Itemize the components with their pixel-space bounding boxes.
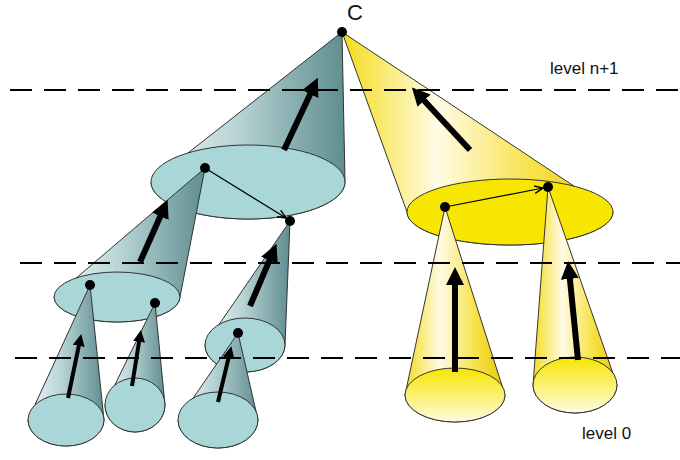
node-dot: [285, 216, 295, 226]
node-dot: [337, 27, 347, 37]
level-label: level 0: [582, 425, 631, 444]
flow-arrow: [132, 336, 140, 386]
sibling-arrow: [205, 168, 286, 218]
flow-arrow: [418, 94, 470, 150]
node-dot: [440, 202, 450, 212]
cone-body: [405, 207, 505, 422]
flow-arrow: [284, 86, 314, 150]
node-dot: [150, 298, 160, 308]
cone-base: [105, 378, 165, 432]
level-line: [20, 262, 680, 264]
cone-base: [405, 368, 505, 422]
cone-body: [28, 285, 104, 446]
cone-body: [178, 333, 258, 448]
flow-arrow: [569, 270, 578, 360]
cone-body: [105, 303, 165, 432]
cone-base: [28, 394, 104, 446]
sibling-arrow: [445, 188, 543, 207]
cone-body: [533, 187, 617, 413]
flow-arrow: [140, 208, 164, 262]
flow-arrow: [218, 352, 230, 402]
cone-body: [54, 168, 205, 322]
node-dot: [543, 182, 553, 192]
cone-base: [54, 272, 180, 322]
cone-base: [407, 179, 613, 245]
node-dot: [233, 328, 243, 338]
cone-body: [205, 221, 290, 372]
level-label: level n+1: [550, 60, 619, 79]
node-dot: [85, 280, 95, 290]
cone-base: [533, 357, 617, 413]
flow-arrow: [250, 252, 273, 306]
level-line: [10, 89, 680, 91]
flow-arrow: [68, 340, 80, 398]
node-dot: [200, 163, 210, 173]
root-label: C: [347, 1, 363, 25]
level-line: [15, 357, 680, 359]
